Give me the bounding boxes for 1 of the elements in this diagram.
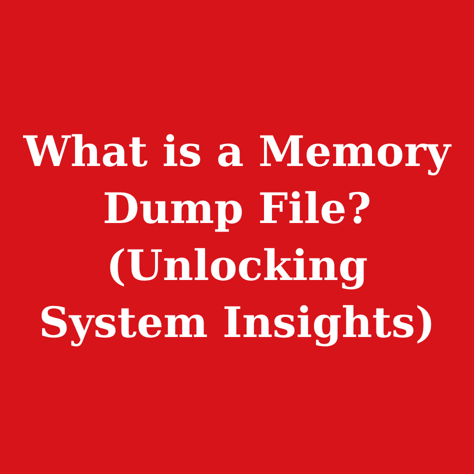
- title: What is a Memory Dump File? (Unlocking System Insights): [22, 126, 452, 349]
